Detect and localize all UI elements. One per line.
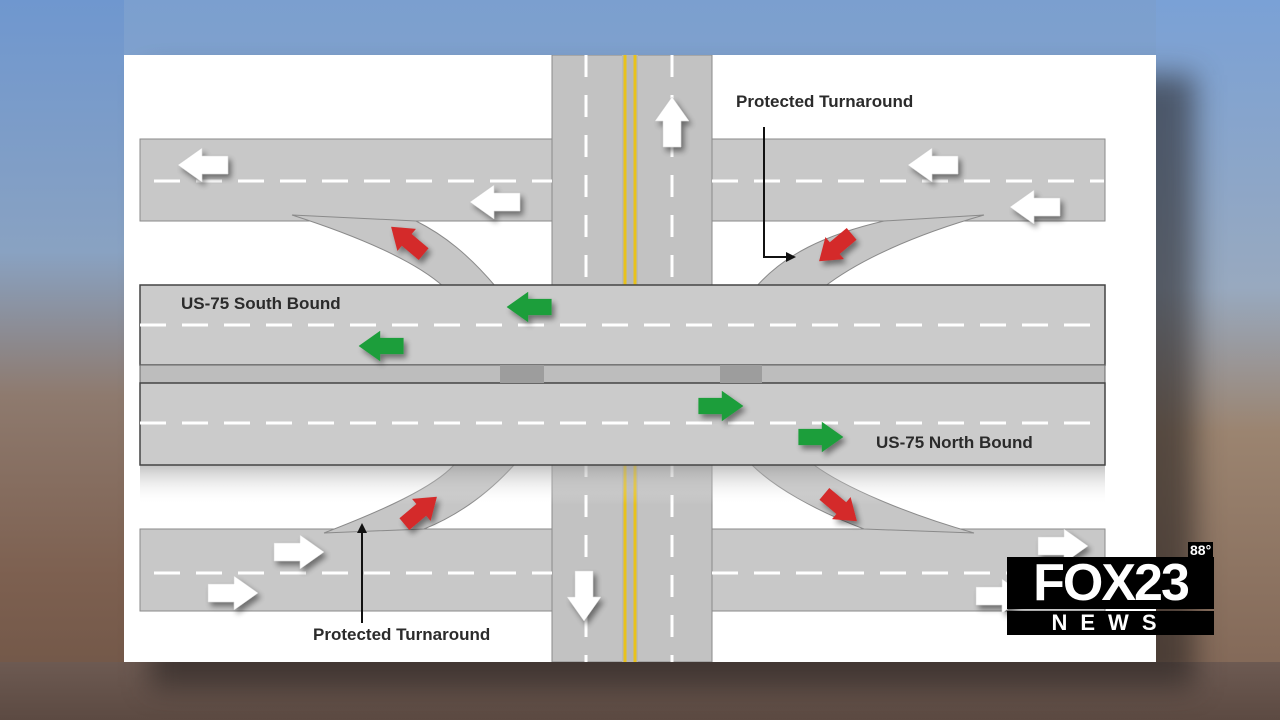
ramp-nw [291,214,498,288]
label-protected-turnaround-bottom: Protected Turnaround [313,625,491,644]
logo-main-text: FOX23 [1007,557,1214,609]
logo-news-text: NEWS [1007,611,1214,635]
pointer-line-top [763,127,792,258]
bridge-pier [500,365,544,383]
diagram-svg [139,55,1106,662]
label-us75-southbound: US-75 South Bound [181,294,341,313]
background-left [0,0,124,720]
label-us75-northbound: US-75 North Bound [876,433,1033,452]
highway-gap [139,364,1106,384]
fox23-news-logo: FOX23 NEWS 88° [1007,542,1214,635]
label-protected-turnaround-top: Protected Turnaround [736,92,914,111]
interchange-diagram: Protected Turnaround US-75 South Bound U… [124,55,1156,662]
temperature-badge: 88° [1188,542,1214,558]
ramp-ne [754,214,985,288]
bridge-pier [720,365,762,383]
